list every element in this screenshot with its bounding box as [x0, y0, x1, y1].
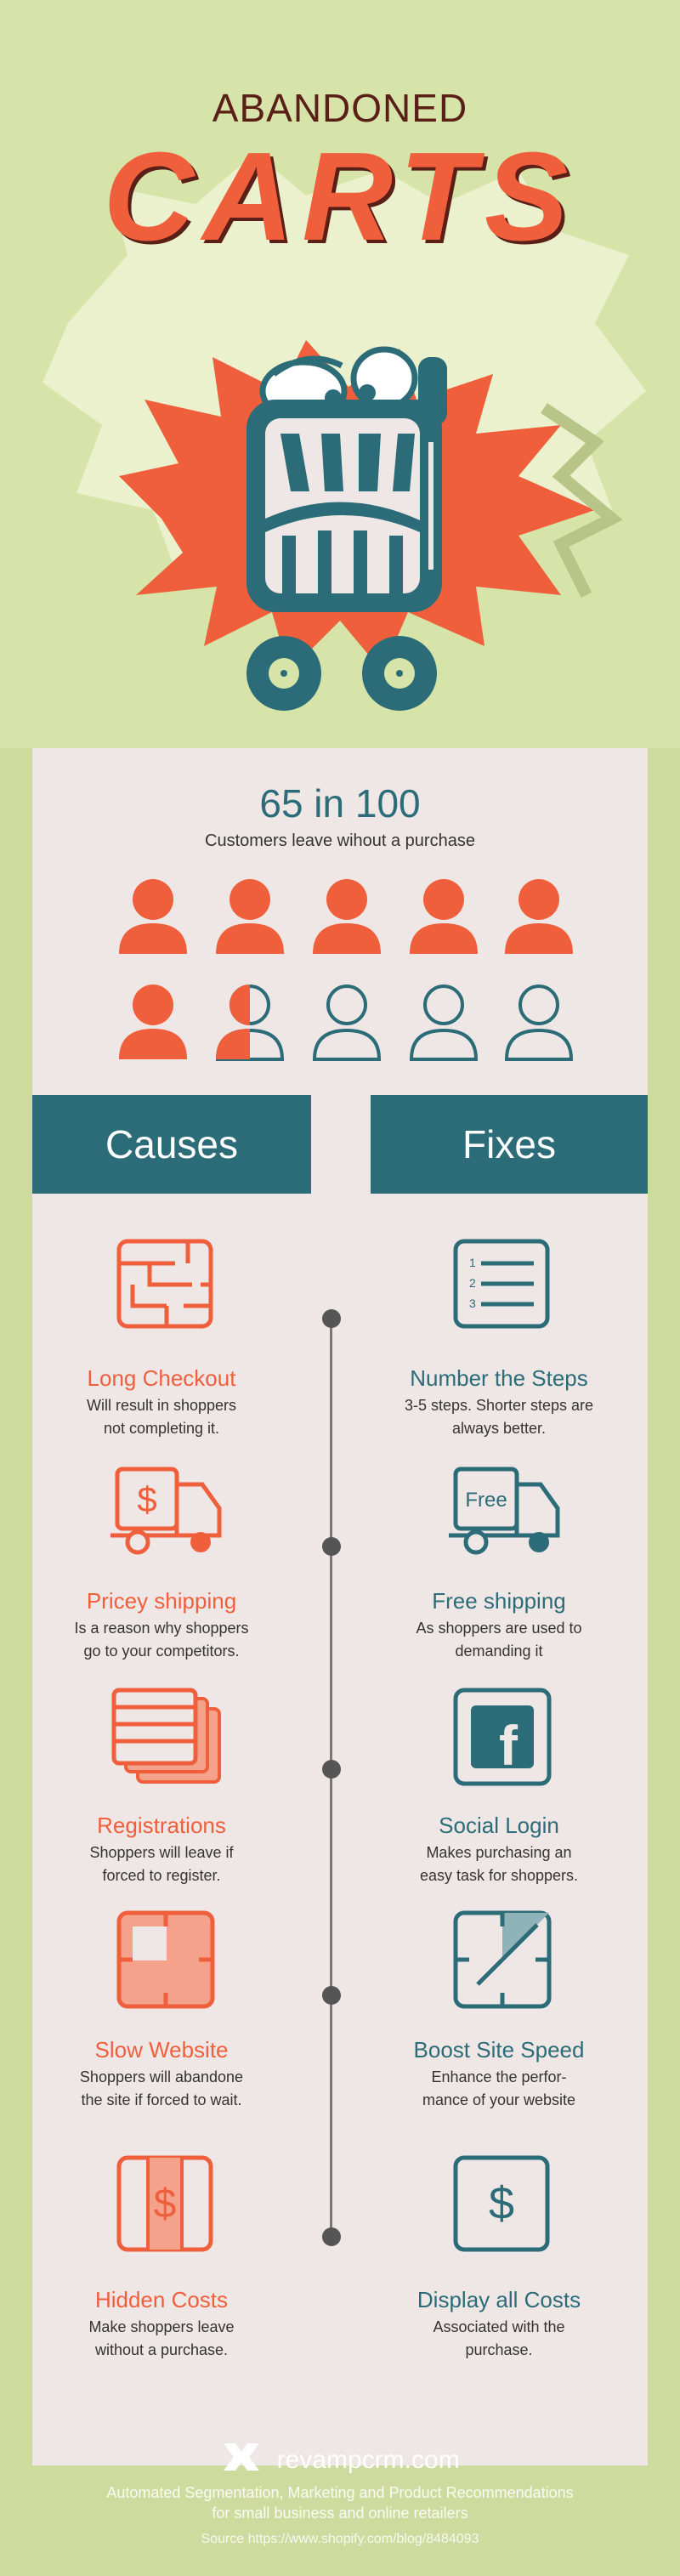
- person-icon: [505, 879, 573, 954]
- fixes-banner: Fixes: [371, 1095, 648, 1194]
- maze-icon: [116, 1239, 213, 1329]
- hidden-dollar-icon: $: [116, 2155, 213, 2252]
- svg-text:$: $: [137, 1479, 156, 1519]
- fix-title: Display all Costs: [416, 2287, 581, 2312]
- forms-stack-icon: [111, 1688, 221, 1784]
- free-truck-icon: Free: [449, 1467, 560, 1555]
- facebook-letter: f: [499, 1714, 518, 1777]
- timeline-dot: [322, 1760, 341, 1779]
- angry-cart-illustration: [246, 346, 447, 711]
- cause-title: Long Checkout: [87, 1365, 236, 1391]
- causes-banner: Causes: [32, 1095, 311, 1194]
- timeline-dot: [322, 1986, 341, 2005]
- facebook-icon: f: [453, 1688, 552, 1786]
- fix-title: Free shipping: [432, 1588, 566, 1614]
- stat-number: 65 in 100: [259, 781, 421, 826]
- person-half-icon: [215, 984, 285, 1061]
- footer-source[interactable]: Source https://www.shopify.com/blog/8484…: [201, 2532, 479, 2546]
- person-outline-icon: [409, 984, 479, 1061]
- cause-title: Hidden Costs: [94, 2287, 229, 2312]
- brand-link[interactable]: revampcrm.com: [276, 2446, 460, 2474]
- people-grid: [119, 879, 574, 1061]
- list-number-2: 2: [469, 1276, 476, 1290]
- list-number-3: 3: [469, 1297, 476, 1310]
- cause-title: Registrations: [97, 1813, 226, 1838]
- slow-clock-icon: [116, 1910, 215, 2009]
- timeline-dot: [322, 1309, 341, 1328]
- timeline-dot: [322, 1537, 341, 1556]
- person-outline-icon: [312, 984, 382, 1061]
- free-label: Free: [465, 1489, 507, 1512]
- person-icon: [119, 984, 187, 1059]
- svg-text:$: $: [154, 2182, 177, 2227]
- numbered-list-icon: 1 2 3: [453, 1239, 550, 1329]
- person-outline-icon: [504, 984, 574, 1061]
- list-number-1: 1: [469, 1256, 476, 1269]
- fix-title: Social Login: [439, 1813, 559, 1838]
- fix-desc: Enhance the perfor-mance of your website: [422, 2068, 576, 2108]
- fix-title: Number the Steps: [410, 1365, 588, 1391]
- person-icon: [313, 879, 381, 954]
- fast-clock-icon: [453, 1910, 552, 2009]
- timeline-dot: [322, 2227, 341, 2246]
- footer-wave: [32, 2372, 648, 2436]
- revamp-logo-icon: [220, 2438, 263, 2482]
- title-abandoned: ABANDONED: [212, 86, 468, 130]
- person-icon: [410, 879, 478, 954]
- header-section: ABANDONED CARTS: [0, 0, 680, 748]
- footer-tagline: Automated Segmentation, Marketing and Pr…: [106, 2484, 574, 2522]
- stat-caption: Customers leave wihout a purchase: [205, 831, 475, 850]
- footer-brand-row[interactable]: revampcrm.com: [0, 2438, 680, 2482]
- title-carts: CARTS: [103, 127, 577, 267]
- cause-title: Pricey shipping: [86, 1588, 237, 1614]
- fix-title: Boost Site Speed: [413, 2037, 585, 2063]
- dollar-truck-icon: $: [110, 1467, 222, 1555]
- cause-title: Slow Website: [94, 2037, 229, 2063]
- person-icon: [119, 879, 187, 954]
- person-icon: [216, 879, 284, 954]
- svg-text:$: $: [489, 2178, 514, 2229]
- dollar-icon: $: [453, 2155, 550, 2252]
